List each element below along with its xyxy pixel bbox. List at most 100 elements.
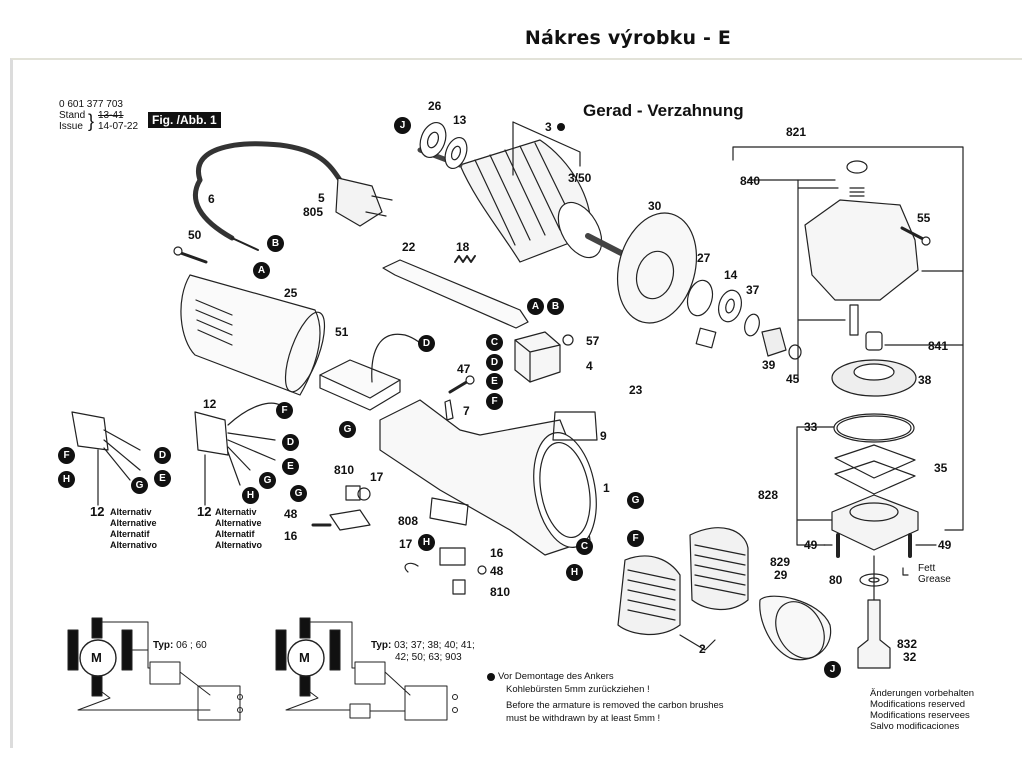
grease-label-en: Grease xyxy=(918,574,951,585)
issue-value: 14-07-22 xyxy=(98,121,139,132)
typ-list-b: Typ: 03; 37; 38; 40; 41; xyxy=(371,640,475,652)
note-de-line1: Vor Demontage des Ankers xyxy=(498,671,614,682)
gear-head-housing xyxy=(804,199,919,301)
connector-marker-c: C xyxy=(576,538,593,555)
alternative-line: Alternativ xyxy=(110,507,152,517)
typ-values: 03; 37; 38; 40; 41; xyxy=(394,640,475,651)
wiring-diagram-b xyxy=(275,617,458,721)
part-label: 57 xyxy=(586,334,600,348)
part-label: 1 xyxy=(603,481,610,495)
part-label: 50 xyxy=(188,228,202,242)
part-label: 35 xyxy=(934,461,948,475)
part-label: 18 xyxy=(456,240,470,254)
suppressor-left xyxy=(71,411,109,451)
connector-marker-c: C xyxy=(486,334,503,351)
connector-marker-a: A xyxy=(527,298,544,315)
part-label: 45 xyxy=(786,372,800,386)
part-label: 48 xyxy=(490,564,504,578)
connector-marker-d: D xyxy=(418,335,435,352)
part-label: 14 xyxy=(724,268,738,282)
part-label: 12 xyxy=(197,504,212,519)
connector-marker-f: F xyxy=(627,530,644,547)
modifications-notice: Änderungen vorbehalten Modifications res… xyxy=(870,688,974,732)
part-label: 16 xyxy=(490,546,504,560)
part-label: 55 xyxy=(917,211,931,225)
modification-line: Modifications reservees xyxy=(870,710,970,721)
figure-badge: Fig. /Abb. 1 xyxy=(148,112,221,128)
connector-marker-h: H xyxy=(418,534,435,551)
part-label: 810 xyxy=(334,463,355,477)
suppressor-right xyxy=(194,411,229,456)
part-label: 26 xyxy=(428,99,442,113)
typ-values-line2: 42; 50; 63; 903 xyxy=(395,652,462,663)
issue-label: Issue xyxy=(59,121,83,132)
connector-marker-a: A xyxy=(253,262,270,279)
part-label: 3/50 xyxy=(568,171,592,185)
part-label: 80 xyxy=(829,573,843,587)
spindle xyxy=(857,599,891,669)
part-label: 5 xyxy=(318,191,325,205)
alternatives-left: Alternativ Alternative Alternatif Altern… xyxy=(110,507,157,551)
connector-marker-g: G xyxy=(259,472,276,489)
power-cord xyxy=(196,141,343,183)
connector-marker-h: H xyxy=(242,487,259,504)
alternative-line: Alternativo xyxy=(215,540,263,550)
o-ring xyxy=(833,413,915,443)
connector-marker-f: F xyxy=(276,402,293,419)
note-en-line1: Before the armature is removed the carbo… xyxy=(506,700,724,711)
connector-marker-h: H xyxy=(58,471,75,488)
part-label: 30 xyxy=(648,199,662,213)
wiring-diagram-a xyxy=(67,617,243,721)
part-label: 23 xyxy=(629,383,643,397)
connector-marker-g: G xyxy=(339,421,356,438)
on-off-switch xyxy=(514,331,561,383)
connector-marker-g: G xyxy=(627,492,644,509)
motor-housing xyxy=(180,274,321,396)
part-label: 805 xyxy=(303,205,324,219)
typ-label: Typ: xyxy=(371,640,392,651)
connector-marker-h: H xyxy=(566,564,583,581)
connector-marker-e: E xyxy=(282,458,299,475)
note-de-line2: Kohlebürsten 5mm zurückziehen ! xyxy=(506,684,650,695)
part-label: 37 xyxy=(746,283,760,297)
modification-line: Änderungen vorbehalten xyxy=(870,688,975,699)
part-label: 821 xyxy=(786,125,807,139)
part-label: 3 xyxy=(545,120,552,134)
motor-label: M xyxy=(91,650,102,665)
plug xyxy=(335,177,383,227)
note-en-line2: must be withdrawn by at least 5mm ! xyxy=(506,713,661,724)
bearing-14 xyxy=(717,289,743,323)
part-label: 6 xyxy=(208,192,215,206)
switch-box xyxy=(319,359,401,399)
part-label: 12 xyxy=(203,397,217,411)
part-label: 48 xyxy=(284,507,298,521)
alternative-line: Alternativo xyxy=(110,540,158,550)
pinion-39 xyxy=(761,327,787,357)
alternatives-right: Alternativ Alternative Alternatif Altern… xyxy=(215,507,262,551)
stand-label: Stand xyxy=(59,110,86,121)
part-label: 840 xyxy=(740,174,761,188)
alternative-line: Alternative xyxy=(110,518,157,528)
part-label: 7 xyxy=(463,404,470,418)
part-label: 9 xyxy=(600,429,607,443)
connector-marker-j: J xyxy=(394,117,411,134)
alternative-line: Alternative xyxy=(215,518,262,528)
typ-list-a: Typ: 06 ; 60 xyxy=(153,640,207,652)
bearing-flange xyxy=(616,212,698,324)
field-coil-left xyxy=(617,555,681,636)
part-label: 33 xyxy=(804,420,818,434)
part-label: 829 xyxy=(770,555,791,569)
connector-marker-f: F xyxy=(58,447,75,464)
modification-line: Salvo modificaciones xyxy=(870,721,960,732)
alternative-line: Alternativ xyxy=(215,507,257,517)
part-label: 12 xyxy=(90,504,105,519)
brace: } xyxy=(88,111,95,131)
modification-line: Modifications reserved xyxy=(870,699,966,710)
field-coil-right xyxy=(689,527,749,611)
part-label: 49 xyxy=(804,538,818,552)
part-label: 841 xyxy=(928,339,949,353)
connector-marker-j: J xyxy=(824,661,841,678)
connector-marker-e: E xyxy=(154,470,171,487)
part-label: 808 xyxy=(398,514,419,528)
bearing-13 xyxy=(444,136,468,170)
